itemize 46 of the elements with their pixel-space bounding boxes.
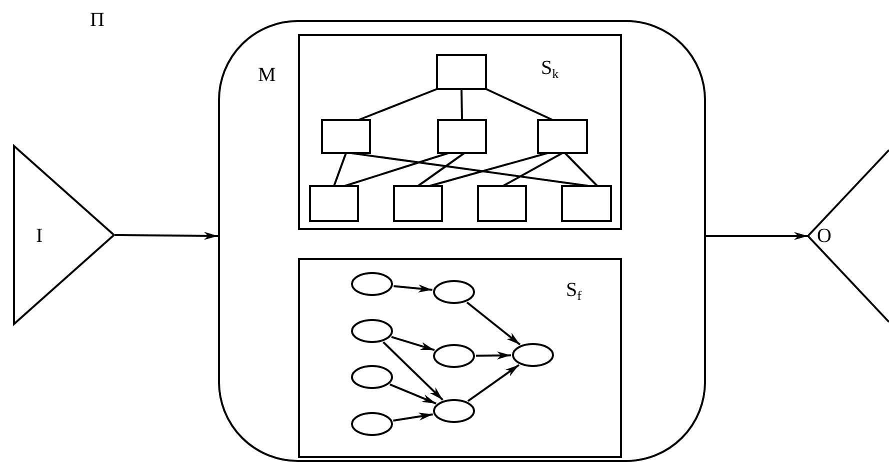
shape-label: O [817, 226, 832, 246]
connector-line [417, 152, 465, 187]
model-block [218, 20, 706, 462]
empty-box [538, 120, 587, 153]
corner-label: Π [90, 10, 104, 30]
empty-box [394, 186, 442, 221]
arrow [393, 412, 433, 422]
empty-box [437, 55, 486, 89]
empty-box [310, 186, 358, 221]
connector-line [344, 152, 449, 187]
shape-label: I [36, 226, 43, 246]
empty-ellipse [351, 319, 393, 343]
connector-line [429, 152, 548, 187]
arrow [114, 232, 218, 240]
connector-line [358, 88, 438, 121]
empty-ellipse [351, 365, 393, 389]
structure-panel [298, 34, 622, 230]
shape-label: M [258, 65, 276, 85]
empty-box [562, 186, 611, 221]
connector-line [333, 152, 347, 186]
empty-ellipse [433, 280, 475, 304]
empty-ellipse [433, 399, 475, 423]
connector-line [460, 88, 463, 120]
empty-box [438, 120, 486, 153]
arrow [476, 351, 512, 360]
empty-ellipse [512, 343, 554, 367]
empty-ellipse [351, 412, 393, 436]
connector-line [350, 152, 590, 187]
arrow [467, 364, 520, 402]
arrow [390, 383, 436, 405]
input-triangle [13, 145, 115, 325]
connector-line [564, 152, 598, 187]
connector-line [486, 88, 554, 121]
shape-label: S$_{f}$ [566, 280, 582, 302]
connector-line [502, 152, 563, 187]
arrow [391, 336, 435, 352]
shape-label: S$_{k}$ [541, 58, 559, 80]
function-panel [298, 258, 622, 458]
arrow [382, 341, 444, 401]
arrow [394, 284, 432, 292]
arrow [466, 302, 521, 346]
empty-ellipse [351, 272, 393, 296]
empty-box [322, 120, 370, 153]
empty-box [478, 186, 526, 221]
arrow [706, 232, 808, 240]
empty-ellipse [433, 344, 475, 368]
